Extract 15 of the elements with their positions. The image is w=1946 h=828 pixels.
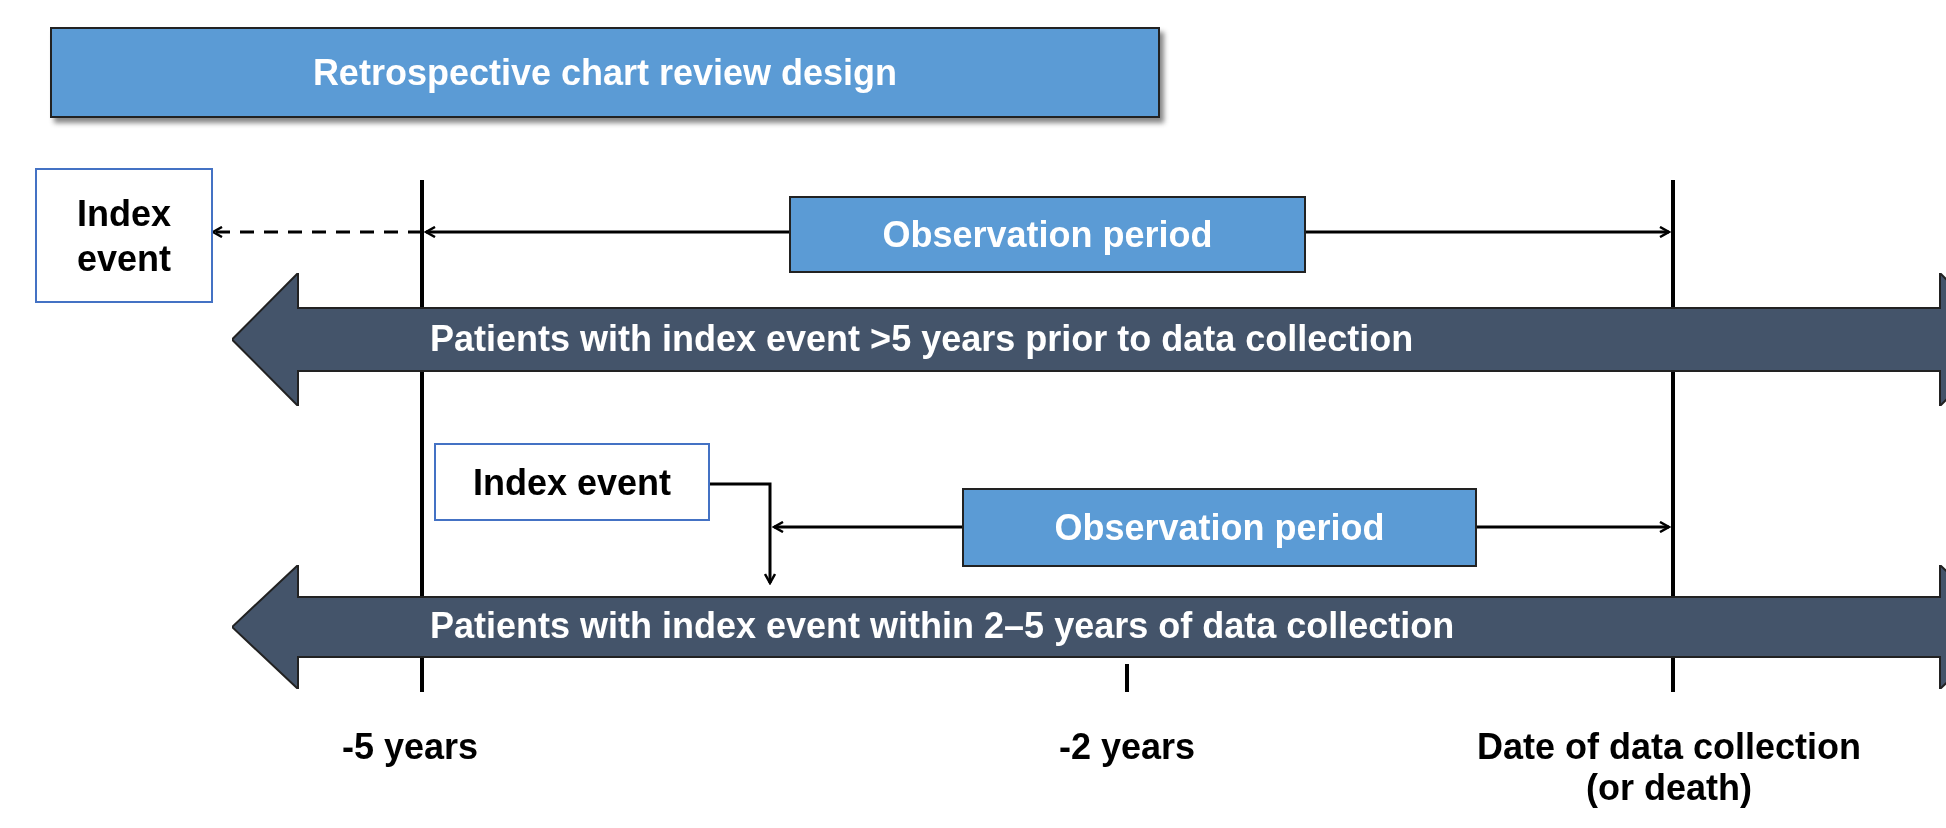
- band-label: Patients with index event >5 years prior to data collection: [430, 317, 1415, 360]
- title-banner: Retrospective chart review design: [50, 27, 1160, 118]
- event-box: Index event: [35, 168, 213, 303]
- period-box: Observation period: [789, 196, 1306, 273]
- arrow: [710, 482, 777, 585]
- band-label: Patients with index event within 2–5 years of data collection: [430, 605, 1456, 647]
- arrow: [1477, 520, 1671, 534]
- arrow: [772, 520, 962, 534]
- axis-label: -2 years: [1057, 726, 1197, 768]
- event-box: Index event: [434, 443, 710, 521]
- axis-label: Date of data collection (or death): [1475, 726, 1863, 809]
- arrow: [424, 225, 789, 239]
- period-box: Observation period: [962, 488, 1477, 567]
- arrow: [1306, 225, 1671, 239]
- axis-label: -5 years: [340, 726, 480, 768]
